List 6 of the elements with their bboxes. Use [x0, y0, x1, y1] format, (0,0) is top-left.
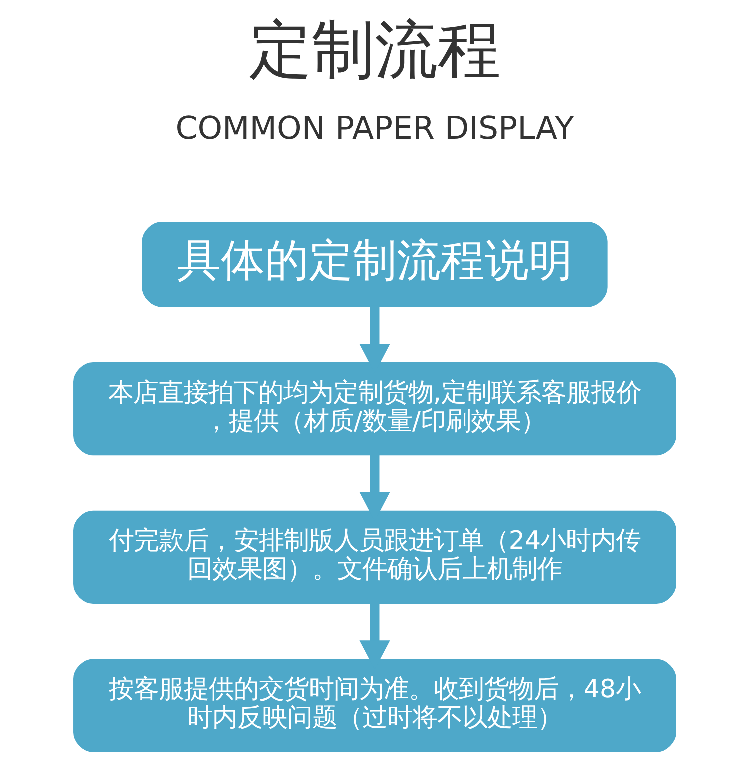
node-box: 付完款后，安排制版人员跟进订单（24小时内传回效果图）。文件确认后上机制作	[74, 510, 676, 604]
node-box: 按客服提供的交货时间为准。收到货物后，48小时内反映问题（过时将不以处理）	[74, 659, 676, 752]
diagram-title: 定制流程	[249, 12, 501, 86]
node-box: 具体的定制流程说明	[142, 222, 608, 308]
label: COMMON PAPER DISPLAY	[176, 111, 574, 148]
node-box: 本店直接拍下的均为定制货物,定制联系客服报价，提供（材质/数量/印刷效果）	[74, 362, 676, 456]
